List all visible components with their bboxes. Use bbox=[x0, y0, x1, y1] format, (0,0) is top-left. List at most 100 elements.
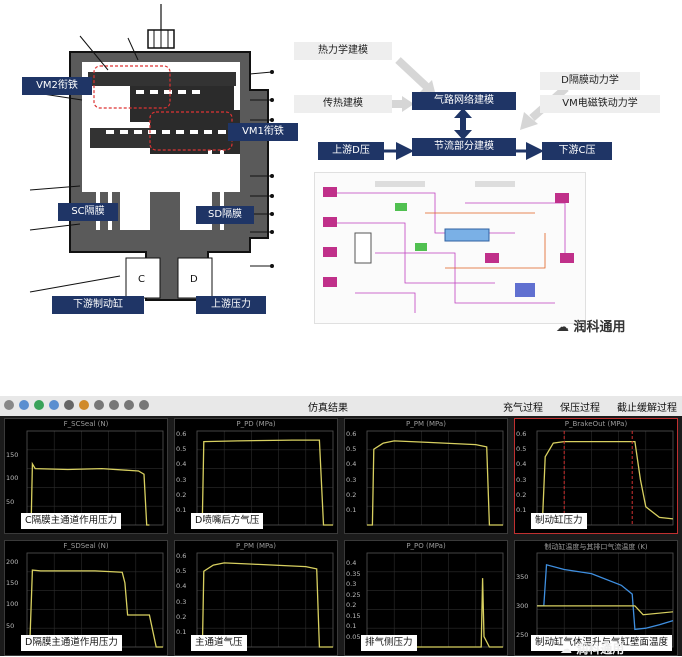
panel-caption: D喷嘴后方气压 bbox=[191, 513, 264, 529]
series-line bbox=[367, 440, 503, 526]
zoom-icon[interactable] bbox=[94, 400, 104, 410]
highlight-icon[interactable] bbox=[79, 400, 89, 410]
box-downstream-c: 下游C压 bbox=[542, 142, 612, 160]
y-tick-label: 0.5 bbox=[516, 445, 527, 454]
y-tick-label: 0.25 bbox=[346, 590, 361, 599]
svg-text:D: D bbox=[190, 274, 198, 285]
simulink-model-thumbnail bbox=[314, 172, 586, 324]
panel-caption: D隔膜主通道作用压力 bbox=[21, 635, 122, 651]
plot-frame bbox=[366, 430, 504, 526]
series-line bbox=[27, 461, 150, 526]
label-sc-diaphragm: SC隔膜 bbox=[58, 203, 118, 221]
box-thermodynamics: 热力学建模 bbox=[294, 42, 392, 60]
simulink-model-svg bbox=[323, 181, 574, 313]
run-icon[interactable] bbox=[34, 400, 44, 410]
y-tick-label: 0.6 bbox=[176, 552, 187, 561]
y-tick-label: 0.2 bbox=[176, 490, 187, 499]
y-tick-label: 0.4 bbox=[346, 460, 357, 469]
y-tick-label: 350 bbox=[516, 572, 529, 581]
y-tick-label: 0.5 bbox=[346, 445, 357, 454]
y-tick-label: 0.1 bbox=[176, 627, 187, 636]
watermark-bottom-text: 润科通用 bbox=[576, 642, 625, 656]
panel-title: P_PO (MPa) bbox=[406, 542, 446, 550]
y-tick-label: 0.4 bbox=[516, 460, 527, 469]
label-sd-diaphragm: SD隔膜 bbox=[196, 206, 254, 224]
y-tick-label: 0.05 bbox=[346, 632, 361, 641]
watermark-logo-icon: ☁ bbox=[556, 320, 574, 335]
y-tick-label: 0.4 bbox=[176, 582, 187, 591]
plot-frame bbox=[26, 552, 164, 648]
cursor-icon[interactable] bbox=[124, 400, 134, 410]
y-tick-label: 0.6 bbox=[176, 430, 187, 439]
y-tick-label: 250 bbox=[516, 631, 529, 640]
step-forward-icon[interactable] bbox=[49, 400, 59, 410]
series-line bbox=[537, 563, 674, 631]
tab-fill-process[interactable]: 充气过程 bbox=[503, 403, 543, 414]
y-tick-label: 100 bbox=[6, 474, 19, 482]
edit-icon[interactable] bbox=[139, 400, 149, 410]
y-tick-label: 0.1 bbox=[176, 505, 187, 514]
y-tick-label: 0.5 bbox=[176, 567, 187, 576]
y-tick-label: 0.15 bbox=[346, 611, 361, 620]
watermark-top: ☁ 润科通用 bbox=[556, 316, 626, 335]
series-line bbox=[537, 440, 674, 523]
toolbar-icons bbox=[4, 400, 149, 410]
watermark-bottom: ☁ 润科通用 bbox=[560, 640, 624, 657]
y-tick-label: 0.2 bbox=[346, 490, 357, 499]
step-back-icon[interactable] bbox=[19, 400, 29, 410]
y-tick-label: 0.2 bbox=[346, 601, 357, 610]
panel-caption: 排气侧压力 bbox=[361, 635, 417, 651]
settings-icon[interactable] bbox=[4, 400, 14, 410]
plot-frame bbox=[26, 430, 164, 526]
panel-plot bbox=[536, 430, 674, 526]
y-tick-label: 0.2 bbox=[176, 612, 187, 621]
series-line bbox=[197, 562, 333, 648]
panel-plot bbox=[196, 552, 334, 648]
y-tick-label: 0.6 bbox=[516, 430, 527, 439]
valve-drawing: C D bbox=[10, 0, 300, 330]
y-tick-label: 0.4 bbox=[346, 559, 357, 568]
y-tick-label: 50 bbox=[6, 497, 15, 506]
y-tick-label: 0.1 bbox=[346, 505, 357, 514]
scope-toolbar: 仿真结果 充气过程 保压过程 截止缓解过程 bbox=[0, 396, 682, 417]
panel-plot bbox=[536, 552, 674, 648]
tab-release-process[interactable]: 截止缓解过程 bbox=[617, 403, 677, 414]
y-tick-label: 200 bbox=[6, 557, 19, 566]
watermark-text: 润科通用 bbox=[573, 320, 626, 335]
box-d-diaphragm-dynamics: D隔膜动力学 bbox=[540, 72, 640, 90]
svg-text:C: C bbox=[138, 274, 145, 285]
panel-plot bbox=[366, 430, 504, 526]
fit-icon[interactable] bbox=[109, 400, 119, 410]
panel-caption: C隔膜主通道作用压力 bbox=[21, 513, 122, 529]
y-tick-label: 0.1 bbox=[346, 622, 357, 631]
panel-title: P_PM (MPa) bbox=[406, 420, 446, 428]
y-tick-label: 0.1 bbox=[516, 505, 527, 514]
stop-icon[interactable] bbox=[64, 400, 74, 410]
panel-caption: 主通道气压 bbox=[191, 635, 247, 651]
y-tick-label: 0.6 bbox=[346, 430, 357, 439]
y-tick-label: 0.3 bbox=[346, 475, 357, 484]
scope-panel[interactable]: P_PM (MPa) 0.6 0.5 0.4 0.3 0.2 0.1 bbox=[344, 418, 508, 534]
y-tick-label: 300 bbox=[516, 601, 529, 610]
panel-plot bbox=[366, 552, 504, 648]
label-vm1-armature: VM1衔铁 bbox=[228, 123, 298, 141]
y-tick-label: 0.3 bbox=[176, 475, 187, 484]
y-tick-label: 100 bbox=[6, 600, 19, 609]
panel-caption: 制动缸压力 bbox=[531, 513, 587, 529]
y-tick-label: 0.3 bbox=[516, 475, 527, 484]
y-tick-label: 150 bbox=[6, 578, 19, 587]
plot-frame bbox=[536, 430, 674, 526]
panel-caption: 制动缸气体温升与气缸壁面温度 bbox=[531, 635, 673, 651]
y-tick-label: 0.3 bbox=[346, 580, 357, 589]
panel-title: F_SDSeal (N) bbox=[63, 542, 109, 550]
y-tick-label: 150 bbox=[6, 450, 19, 459]
tab-hold-process[interactable]: 保压过程 bbox=[560, 403, 600, 414]
